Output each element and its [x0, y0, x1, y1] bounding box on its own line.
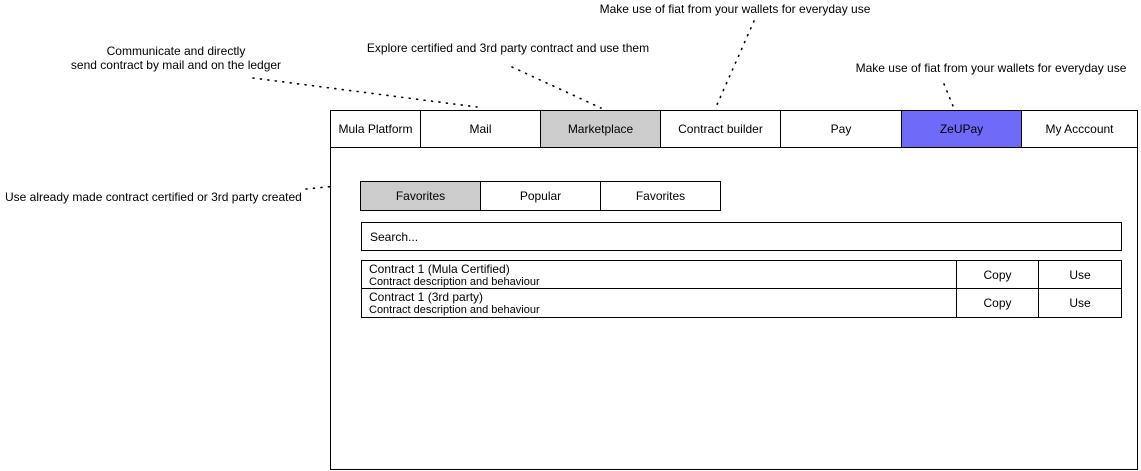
- contract-list: Contract 1 (Mula Certified) Contract des…: [361, 260, 1122, 318]
- filter-tab-popular[interactable]: Popular: [480, 181, 601, 211]
- annotation-mail: Communicate and directly send contract b…: [16, 44, 336, 72]
- search-input[interactable]: [361, 222, 1122, 251]
- nav-tab-label: Pay: [830, 122, 852, 136]
- annotation-line: Explore certified and 3rd party contract…: [366, 41, 650, 55]
- contract-title: Contract 1 (3rd party): [369, 290, 484, 304]
- filter-tab-label: Favorites: [395, 189, 446, 203]
- filter-tab-favorites-2[interactable]: Favorites: [600, 181, 721, 211]
- connector-zeupay: [943, 83, 954, 107]
- contract-info: Contract 1 (3rd party) Contract descript…: [362, 289, 957, 317]
- nav-tab-mula-platform[interactable]: Mula Platform: [330, 110, 421, 148]
- filter-tab-label: Favorites: [635, 189, 686, 203]
- nav-tab-zeupay[interactable]: ZeUPay: [901, 110, 1022, 148]
- nav-tab-label: ZeUPay: [939, 122, 984, 136]
- annotation-contract-builder: Make use of fiat from your wallets for e…: [585, 2, 885, 16]
- annotation-line: Make use of fiat from your wallets for e…: [855, 61, 1127, 75]
- annotation-zeupay: Make use of fiat from your wallets for e…: [841, 61, 1141, 75]
- nav-tab-label: Mail: [469, 122, 492, 136]
- use-button[interactable]: Use: [1069, 296, 1091, 310]
- nav-tab-label: Marketplace: [567, 122, 634, 136]
- use-button[interactable]: Use: [1069, 267, 1091, 282]
- annotation-line: Communicate and directly: [106, 44, 246, 58]
- annotation-line: Use already made contract certified or 3…: [5, 190, 302, 204]
- annotation-line: send contract by mail and on the ledger: [70, 58, 282, 72]
- nav-tab-marketplace[interactable]: Marketplace: [540, 110, 661, 148]
- contract-row: Contract 1 (3rd party) Contract descript…: [362, 289, 1121, 317]
- connector-contract-builder: [715, 20, 755, 108]
- annotation-line: Make use of fiat from your wallets for e…: [599, 2, 871, 16]
- nav-tab-label: My Acccount: [1045, 122, 1114, 136]
- nav-tab-label: Mula Platform: [338, 122, 413, 136]
- contract-info: Contract 1 (Mula Certified) Contract des…: [362, 261, 957, 288]
- connector-mail: [252, 77, 478, 108]
- contract-description: Contract description and behaviour: [369, 304, 540, 316]
- contract-row: Contract 1 (Mula Certified) Contract des…: [362, 261, 1121, 289]
- contract-description: Contract description and behaviour: [369, 276, 540, 288]
- nav-tab-label: Contract builder: [678, 122, 763, 136]
- nav-tab-my-account[interactable]: My Acccount: [1021, 110, 1138, 148]
- filter-tab-label: Popular: [519, 189, 562, 203]
- nav-tab-pay[interactable]: Pay: [780, 110, 902, 148]
- nav-tab-contract-builder[interactable]: Contract builder: [660, 110, 781, 148]
- annotation-favorites: Use already made contract certified or 3…: [5, 190, 325, 204]
- copy-button[interactable]: Copy: [957, 289, 1039, 317]
- connector-marketplace: [511, 66, 602, 109]
- nav-tab-mail[interactable]: Mail: [420, 110, 541, 148]
- annotation-marketplace: Explore certified and 3rd party contract…: [358, 41, 658, 55]
- copy-button[interactable]: Copy: [957, 261, 1039, 288]
- contract-title: Contract 1 (Mula Certified): [369, 262, 510, 276]
- filter-tab-favorites-1[interactable]: Favorites: [360, 181, 481, 211]
